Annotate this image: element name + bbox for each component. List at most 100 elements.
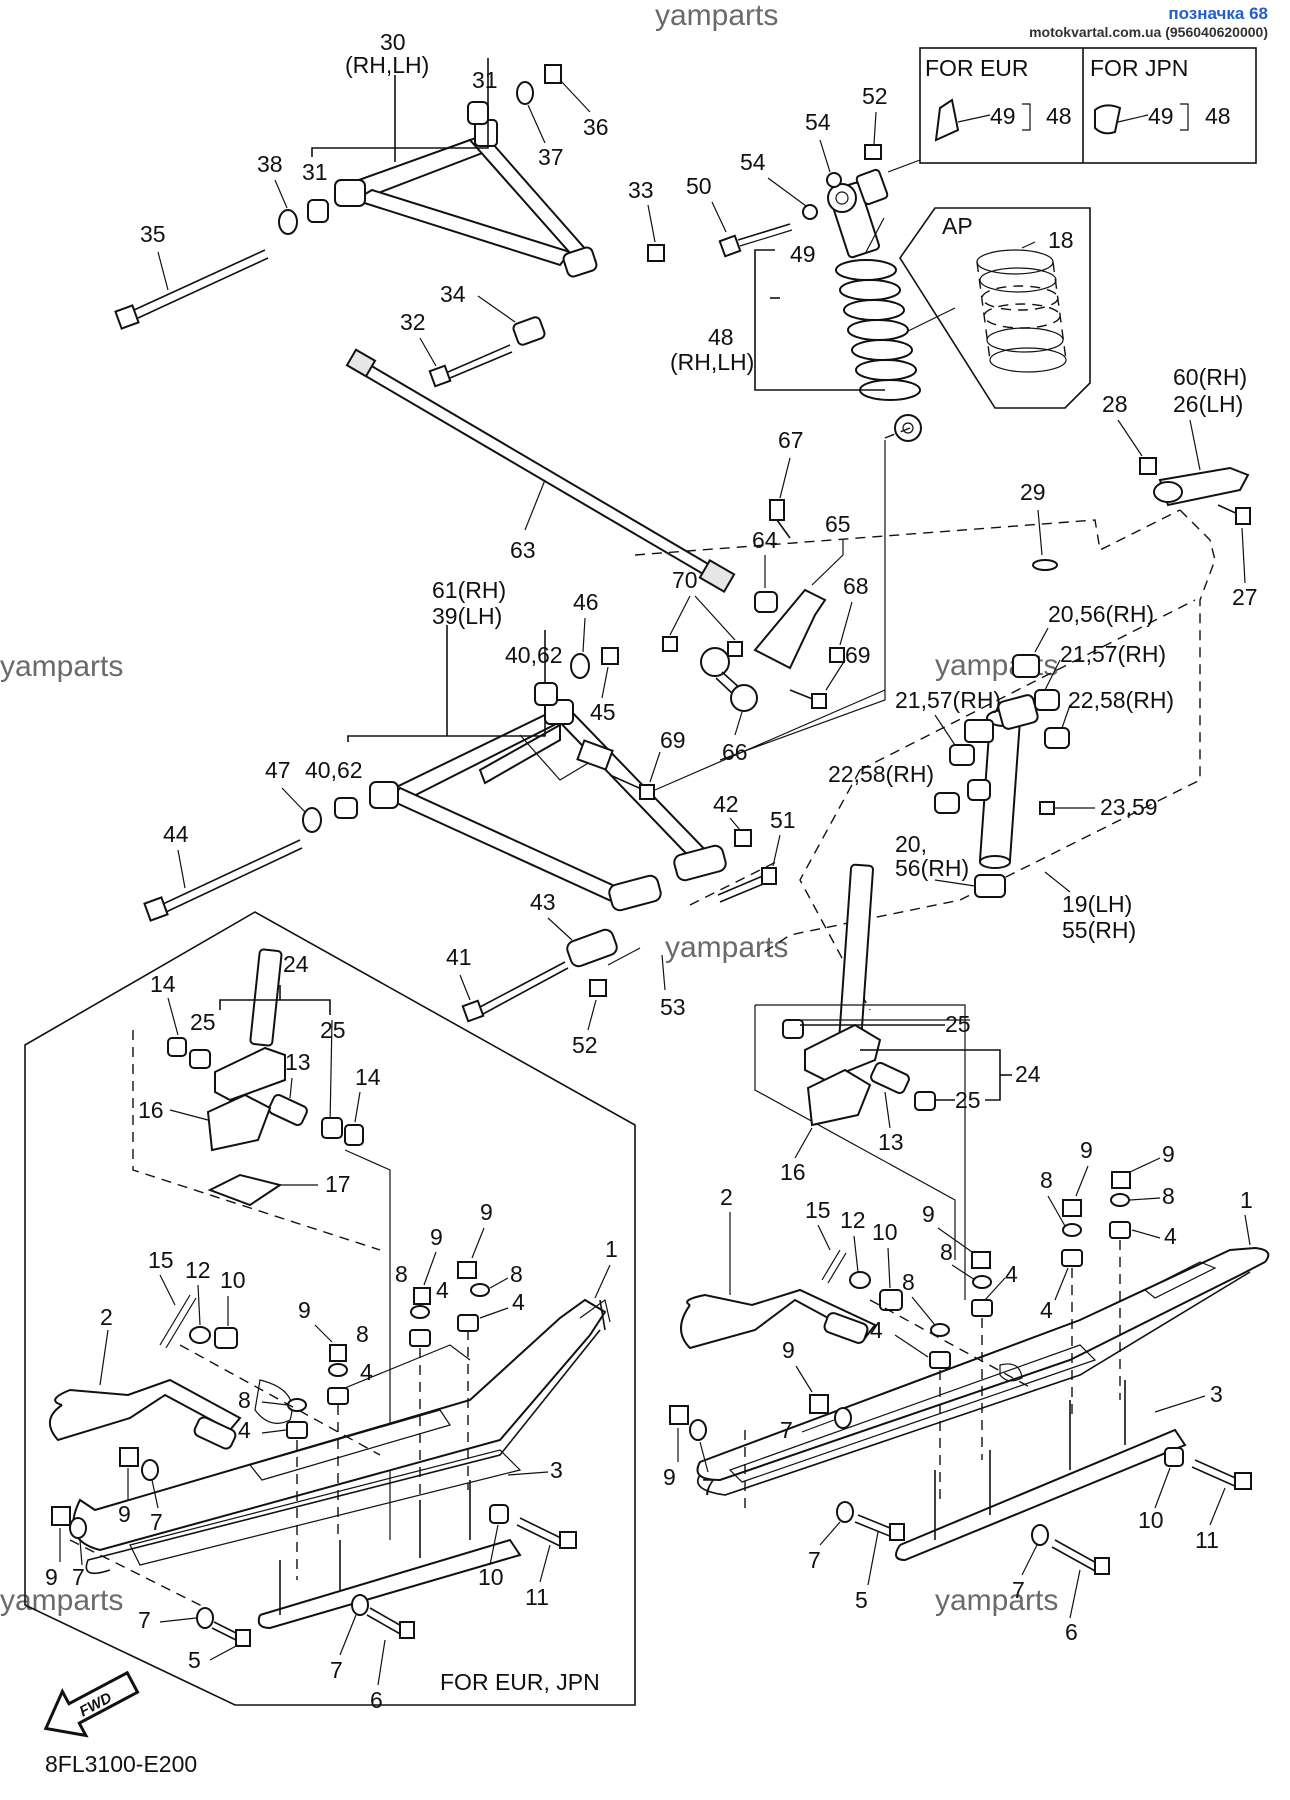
label-20-56: 20,56(RH) — [1048, 601, 1154, 627]
link-rod-66 — [700, 647, 758, 712]
bracket-65 — [753, 588, 827, 670]
bolt-69 — [789, 689, 827, 709]
label-68: 68 — [843, 573, 869, 599]
label-8: 8 — [940, 1239, 953, 1265]
label-9: 9 — [118, 1501, 131, 1527]
lower-a-arm — [369, 699, 727, 912]
stabilizer-bar — [345, 348, 736, 594]
watermark: yamparts — [665, 931, 788, 964]
plate-17 — [207, 1173, 283, 1207]
label-10: 10 — [220, 1267, 246, 1293]
label-11: 11 — [525, 1584, 549, 1610]
bushing-40 — [534, 682, 558, 706]
bushing-10 — [879, 1289, 903, 1311]
label-16: 16 — [138, 1097, 164, 1123]
label-37: 37 — [538, 144, 564, 170]
nut-68 — [829, 647, 845, 663]
label-9: 9 — [663, 1464, 676, 1490]
label-41: 41 — [446, 944, 472, 970]
label-8: 8 — [356, 1321, 369, 1347]
ski-handle-left — [49, 1378, 242, 1442]
label-54: 54 — [805, 109, 831, 135]
bolt-6 — [1051, 1539, 1110, 1575]
collar-4 — [409, 1329, 431, 1347]
label-4: 4 — [1164, 1223, 1177, 1249]
spring-stopper-eur-icon — [934, 98, 960, 142]
bolt-6 — [366, 1607, 415, 1639]
collar-4 — [286, 1421, 308, 1439]
bushing-14 — [344, 1124, 364, 1146]
label-14: 14 — [150, 971, 176, 997]
label-36: 36 — [583, 114, 609, 140]
nut-70 — [662, 636, 678, 652]
label-23-59: 23,59 — [1100, 794, 1158, 820]
bushing-25 — [914, 1091, 936, 1111]
label-12: 12 — [185, 1257, 211, 1283]
bolt-51 — [717, 867, 777, 903]
collar-4 — [1109, 1221, 1131, 1239]
bushing-20 — [974, 874, 1006, 898]
label-7: 7 — [330, 1657, 343, 1683]
washer-37 — [516, 81, 534, 105]
region-ap-spring: AP 18 — [899, 207, 1091, 409]
label-9: 9 — [1080, 1137, 1093, 1163]
label-7: 7 — [72, 1564, 85, 1590]
label-43: 43 — [530, 889, 556, 915]
label-21-57: 21,57(RH) — [1060, 641, 1166, 667]
label-5: 5 — [855, 1587, 868, 1613]
washer-38 — [278, 209, 298, 235]
label-7: 7 — [1012, 1577, 1025, 1603]
nut-9 — [119, 1447, 139, 1467]
collar-13 — [870, 1061, 910, 1095]
watermark: yamparts — [0, 1584, 123, 1617]
label-45: 45 — [590, 699, 616, 725]
bushing-20 — [1012, 654, 1040, 678]
nut-36 — [544, 64, 562, 84]
label-8: 8 — [395, 1261, 408, 1287]
label-51: 51 — [770, 807, 796, 833]
bushing-40 — [334, 797, 358, 819]
washer-7 — [141, 1459, 159, 1481]
label-63: 63 — [510, 537, 536, 563]
bushing-25 — [321, 1117, 343, 1139]
ski-spindle-left — [214, 948, 286, 1102]
region-options-box: FOR EUR FOR JPN 49 48 49 48 — [919, 47, 1257, 164]
steering-knuckle-19 — [964, 694, 1039, 869]
coil-spring-icon — [976, 249, 1067, 373]
nut-9 — [1111, 1171, 1131, 1189]
label-9: 9 — [45, 1564, 58, 1590]
label-24: 24 — [1015, 1061, 1041, 1087]
label-3: 3 — [1210, 1381, 1223, 1407]
label-48: 48 — [1046, 103, 1072, 129]
label-64: 64 — [752, 527, 778, 553]
bolt-50 — [718, 223, 793, 258]
ski-handle-right — [680, 1288, 877, 1350]
watermark: yamparts — [655, 0, 778, 32]
collar-34 — [512, 316, 546, 346]
nut-9 — [971, 1251, 991, 1269]
label-49: 49 — [990, 103, 1016, 129]
label-56: 56(RH) — [895, 855, 969, 881]
label-50: 50 — [686, 173, 712, 199]
nut-28 — [1139, 457, 1157, 475]
label-60: 60(RH) — [1173, 364, 1247, 390]
cap-29 — [1032, 559, 1058, 571]
bushing-14 — [167, 1037, 187, 1057]
label-42: 42 — [713, 791, 739, 817]
nut-9 — [413, 1287, 431, 1305]
label-10: 10 — [872, 1219, 898, 1245]
label-9: 9 — [782, 1337, 795, 1363]
site-header: позначка 68 motokvartal.com.ua (95604062… — [1029, 4, 1268, 40]
label-61: 61(RH) — [432, 577, 506, 603]
bolt-32 — [428, 344, 513, 388]
ski-spindle-right — [804, 863, 882, 1082]
nut-9 — [809, 1394, 829, 1414]
label-2: 2 — [720, 1184, 733, 1210]
label-17: 17 — [325, 1171, 351, 1197]
label-for-jpn: FOR JPN — [1090, 55, 1188, 81]
label-67: 67 — [778, 427, 804, 453]
washer-46 — [570, 653, 590, 679]
bolt-44 — [143, 839, 303, 922]
label-48: 48 — [1205, 103, 1231, 129]
